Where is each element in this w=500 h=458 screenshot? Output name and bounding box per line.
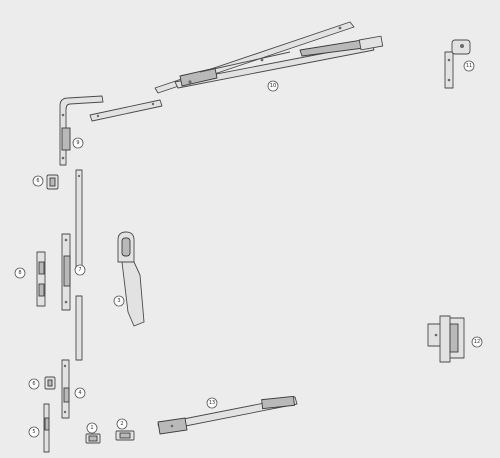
connecting-bar-upper [75,169,83,269]
callout-9: 9 [72,137,84,149]
keeper-1 [85,433,101,444]
callout-2-label: 2 [120,421,123,427]
callout-8: 8 [14,267,26,279]
callout-3-label: 3 [117,298,120,304]
callout-6-bottom-label: 6 [32,381,35,387]
callout-2: 2 [116,418,128,430]
top-hinge [444,39,471,89]
callout-4: 4 [74,387,86,399]
callout-8-label: 8 [18,270,21,276]
keeper-top [46,174,59,190]
bottom-stay-arm [157,395,298,435]
callout-6-top: 6 [32,175,44,187]
callout-4-label: 4 [78,390,81,396]
window-handle [117,231,145,327]
corner-drive [59,95,104,166]
callout-1-label: 1 [90,425,93,431]
lower-gear [61,359,70,419]
keeper-bottom [44,376,56,390]
top-stay-arm [154,21,384,94]
connecting-bar-lower [75,295,83,361]
callout-9-label: 9 [76,140,79,146]
callout-6-bottom: 6 [28,378,40,390]
callout-7: 7 [74,264,86,276]
callout-11: 11 [463,60,475,72]
central-gear [61,233,71,311]
callout-10-label: 10 [270,83,276,89]
callout-13-label: 13 [209,400,215,406]
callout-12: 12 [471,336,483,348]
callout-6-top-label: 6 [36,178,39,184]
callout-3: 3 [113,295,125,307]
bottom-hinge [427,315,465,363]
callout-7-label: 7 [78,267,81,273]
callout-5-label: 5 [32,429,35,435]
callout-1: 1 [86,422,98,434]
callout-5: 5 [28,426,40,438]
callout-12-label: 12 [474,339,480,345]
callout-11-label: 11 [466,63,472,69]
callout-13: 13 [206,397,218,409]
callout-10: 10 [267,80,279,92]
tilt-lock [43,403,50,453]
lock-keeper-8 [36,251,46,307]
stay-strip [89,99,163,122]
keeper-2 [115,430,135,441]
